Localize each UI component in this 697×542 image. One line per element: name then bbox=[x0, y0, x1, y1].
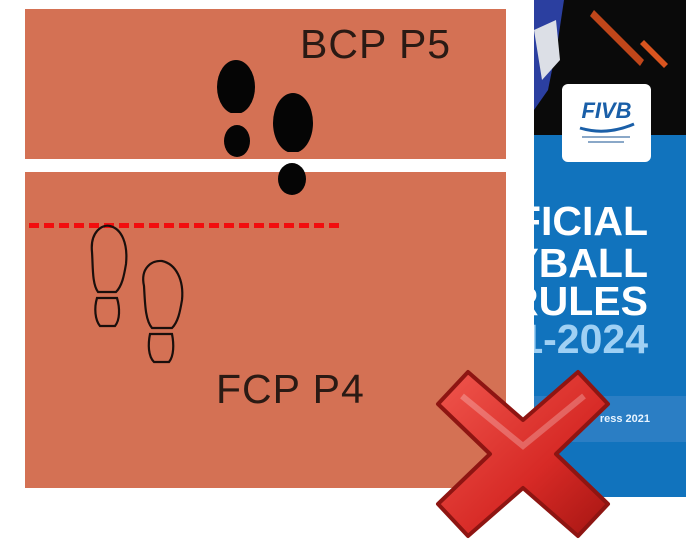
footprints-outline-icon bbox=[90, 224, 184, 364]
cover-footer-text: ress 2021 bbox=[599, 413, 650, 425]
top-zone-label: BCP P5 bbox=[300, 21, 452, 67]
cover-title-line-4: 1-2024 bbox=[534, 316, 648, 362]
bottom-zone-label: FCP P4 bbox=[216, 366, 365, 412]
athlete-image bbox=[534, 0, 668, 110]
rulebook-cover: FIVB FICIAL YBALL RULES 1-2024 ress 2021 bbox=[534, 0, 686, 497]
court-back-zone bbox=[25, 9, 506, 159]
cover-photo bbox=[534, 0, 686, 135]
fivb-logo-box: FIVB bbox=[562, 84, 651, 162]
cover-title-line-2: YBALL bbox=[534, 240, 648, 286]
cover-title-line-3: RULES bbox=[534, 278, 648, 324]
fivb-swoosh-icon bbox=[579, 122, 635, 143]
attack-line bbox=[29, 223, 339, 228]
footprints-icon bbox=[217, 60, 313, 195]
cross-icon bbox=[436, 370, 610, 538]
fivb-logo: FIVB bbox=[581, 98, 632, 123]
cover-title-line-1: FICIAL bbox=[534, 198, 648, 244]
